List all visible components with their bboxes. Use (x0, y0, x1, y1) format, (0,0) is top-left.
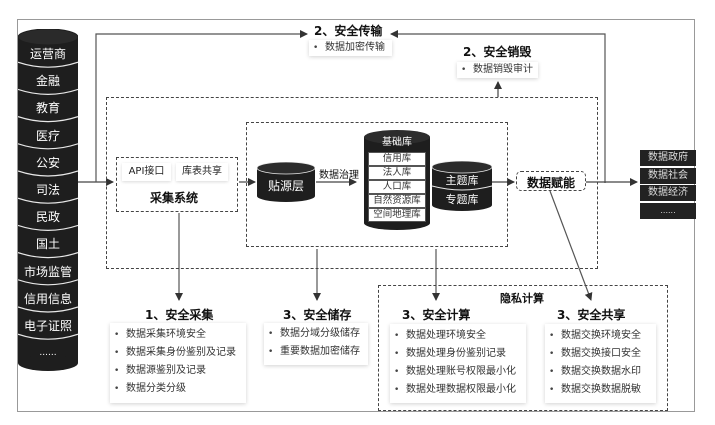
list-item: 数据采集身份鉴别及记录 (110, 344, 246, 362)
empowerment-box[interactable] (516, 171, 586, 191)
base-db-item[interactable]: 空间地理库 (368, 208, 426, 222)
source-item[interactable]: 运营商 (29, 47, 66, 61)
list-item: 数据分类分级 (110, 380, 246, 398)
source-item[interactable]: 信用信息 (23, 291, 72, 306)
cylinder-divider (18, 170, 78, 177)
list-item: 数据分域分级储存 (264, 325, 368, 343)
governance-label: 数据治理 (319, 170, 359, 181)
base-db-cylinder[interactable]: 基础库 信用库法人库人口库自然资源库空间地理库 (364, 130, 430, 230)
empowerment-label: 数据赋能 (527, 176, 576, 190)
source-item[interactable]: 医疗 (35, 128, 60, 143)
theme-db-cylinder[interactable]: 主题库 专题库 (432, 161, 492, 211)
list-item: 数据交换接口安全 (545, 345, 656, 363)
collection-system-title: 采集系统 (150, 191, 199, 205)
sec-computation-title: 3、安全计算 (402, 308, 471, 322)
list-item: 数据处理环境安全 (390, 327, 526, 345)
cylinder-divider (18, 88, 78, 95)
privacy-computing-group (378, 285, 668, 411)
sec-collection-title: 1、安全采集 (145, 308, 214, 322)
source-item[interactable]: 市场监管 (23, 264, 72, 279)
cylinder-divider (18, 279, 78, 286)
cylinder-divider (18, 252, 78, 259)
sec-computation-panel: 数据处理环境安全 数据处理身份鉴别记录 数据处理账号权限最小化 数据处理数据权限… (390, 324, 526, 403)
list-item: 数据交换环境安全 (545, 327, 656, 345)
cylinder-divider (18, 197, 78, 204)
list-item: 数据源鉴别及记录 (110, 362, 246, 380)
source-item[interactable]: 公安 (35, 155, 60, 170)
privacy-computing-title: 隐私计算 (500, 292, 544, 305)
cylinder-divider (18, 116, 78, 123)
base-db-item[interactable]: 人口库 (368, 180, 426, 194)
collection-system-box[interactable] (116, 157, 238, 212)
cylinder-divider (18, 306, 78, 313)
sec-storage-title: 3、安全储存 (283, 308, 352, 322)
sec-collection-panel: 数据采集环境安全 数据采集身份鉴别及记录 数据源鉴别及记录 数据分类分级 (110, 323, 246, 403)
base-db-item[interactable]: 法人库 (368, 166, 426, 180)
output-item[interactable]: 数据社会 (640, 167, 696, 184)
data-sources-cylinder: 运营商金融教育医疗公安司法民政国土市场监管信用信息电子证照...... (18, 29, 78, 372)
source-item[interactable]: 司法 (35, 183, 60, 197)
sec-destruction-title: 2、安全销毁 (463, 45, 532, 59)
list-item: 数据交换数据水印 (545, 363, 656, 381)
theme-db-label: 主题库 (445, 174, 479, 187)
base-db-title: 基础库 (382, 137, 412, 148)
list-item: 数据加密传输 (309, 40, 392, 56)
output-item[interactable]: 数据政府 (640, 150, 696, 166)
source-item[interactable]: ...... (39, 348, 57, 359)
output-item[interactable]: 数据经济 (640, 185, 696, 201)
base-db-item[interactable]: 信用库 (368, 152, 426, 166)
sec-sharing-title: 3、安全共享 (557, 308, 626, 322)
base-db-item[interactable]: 自然资源库 (368, 194, 426, 208)
sec-destruction-panel: 数据销毁审计 (457, 62, 538, 78)
sec-sharing-panel: 数据交换环境安全 数据交换接口安全 数据交换数据水印 数据交换数据脱敏 (545, 324, 656, 403)
sec-transmission-title: 2、安全传输 (314, 24, 383, 38)
list-item: 数据处理数据权限最小化 (390, 381, 526, 399)
table-sharing-chip[interactable]: 库表共享 (176, 163, 228, 181)
list-item: 数据销毁审计 (457, 62, 538, 78)
cylinder-divider (18, 61, 78, 68)
list-item: 数据处理账号权限最小化 (390, 363, 526, 381)
source-item[interactable]: 民政 (35, 210, 60, 225)
list-item: 数据采集环境安全 (110, 326, 246, 344)
cylinder-divider (18, 224, 78, 231)
source-item[interactable]: 电子证照 (23, 319, 72, 333)
paste-layer-label: 贴源层 (267, 179, 304, 193)
source-item[interactable]: 教育 (35, 101, 60, 116)
output-item[interactable]: ...... (640, 202, 696, 219)
source-item[interactable]: 金融 (35, 74, 60, 89)
list-item: 数据处理身份鉴别记录 (390, 345, 526, 363)
list-item: 重要数据加密储存 (264, 343, 368, 361)
paste-layer-cylinder[interactable]: 贴源层 (257, 162, 315, 202)
sec-transmission-panel: 数据加密传输 (309, 40, 392, 56)
cylinder-divider (18, 143, 78, 150)
governance-boundary (246, 122, 508, 247)
list-item: 数据交换数据脱敏 (545, 381, 656, 399)
platform-boundary (106, 97, 598, 269)
special-db-label: 专题库 (445, 193, 479, 206)
source-item[interactable]: 国土 (35, 237, 60, 252)
api-interface-chip[interactable]: API接口 (122, 163, 171, 181)
cylinder-divider (18, 333, 78, 340)
sec-storage-panel: 数据分域分级储存 重要数据加密储存 (264, 323, 368, 365)
